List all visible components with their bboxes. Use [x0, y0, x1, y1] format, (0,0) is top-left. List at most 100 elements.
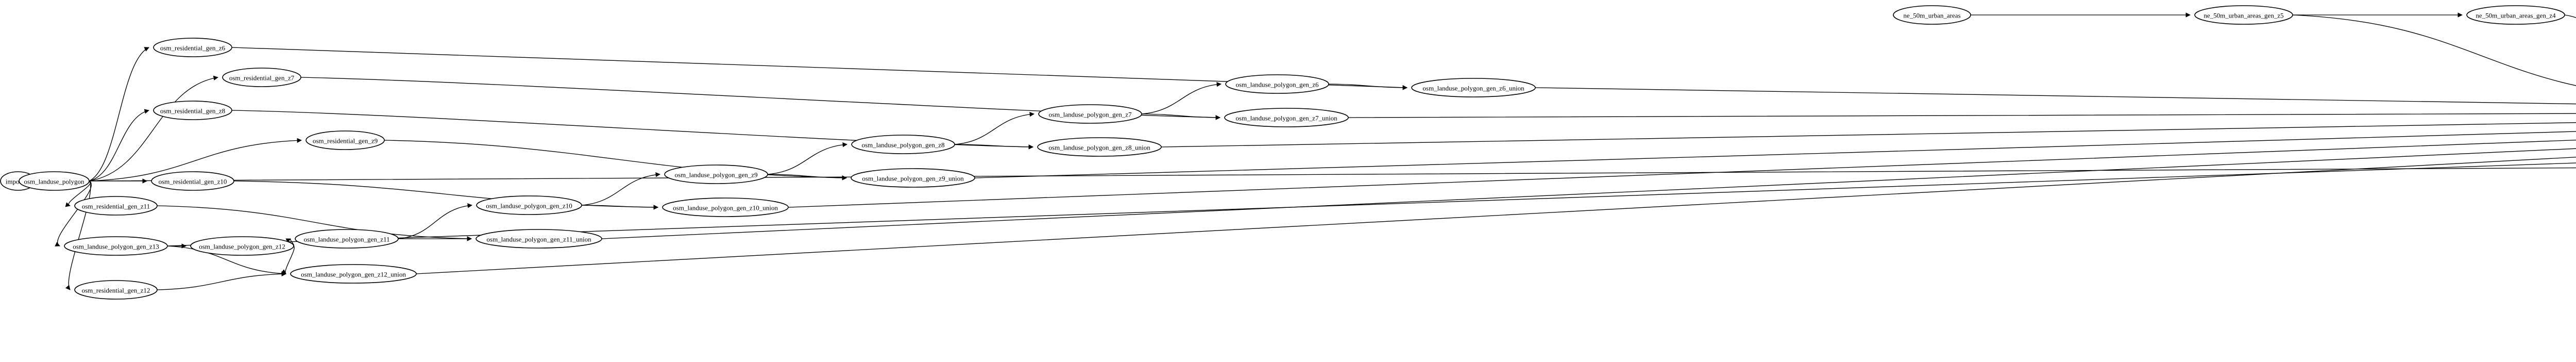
node-osm_landuse_polygon_gen_z8[interactable]: osm_landuse_polygon_gen_z8 [851, 135, 955, 154]
edge-osm_landuse_polygon_gen_z10-to-osm_landuse_polygon_gen_z9 [581, 172, 660, 206]
node-osm_landuse_polygon_gen_z6[interactable]: osm_landuse_polygon_gen_z6 [1225, 74, 1329, 94]
edge-osm_landuse_polygon_gen_z6-to-osm_landuse_polygon_gen_z6_union [1328, 84, 1408, 90]
node-shape [2194, 5, 2293, 25]
node-label: ne_50m_urban_areas_gen_z4 [2476, 12, 2556, 20]
node-label: osm_landuse_polygon_gen_z8 [861, 141, 944, 149]
edge-osm_landuse_polygon_gen_z7-to-osm_landuse_polygon_gen_z6 [1141, 81, 1222, 114]
node-shape [851, 168, 975, 188]
node-shape [1411, 78, 1536, 97]
node-label: osm_residential_gen_z12 [82, 287, 150, 294]
node-osm_residential_gen_z8[interactable]: osm_residential_gen_z8 [153, 101, 232, 120]
edge-osm_landuse_polygon_gen_z7-to-osm_landuse_polygon_gen_z7_union [1141, 113, 1221, 120]
edge-osm_landuse_polygon_gen_z10-to-osm_landuse_polygon_gen_z10_union [581, 205, 658, 210]
node-label: osm_landuse_polygon_gen_z12 [199, 243, 285, 251]
node-shape [2466, 5, 2565, 25]
node-shape [1038, 104, 1142, 124]
edge-osm_landuse_polygon_gen_z6_union-to-layer_landuse_z6 [1535, 87, 2576, 105]
node-shape [1893, 5, 1971, 25]
node-osm_landuse_polygon_gen_z10_union[interactable]: osm_landuse_polygon_gen_z10_union [662, 198, 789, 217]
node-label: osm_landuse_polygon_gen_z6 [1235, 81, 1319, 89]
node-osm_landuse_polygon_gen_z7[interactable]: osm_landuse_polygon_gen_z7 [1038, 104, 1142, 124]
node-osm_landuse_polygon_gen_z9[interactable]: osm_landuse_polygon_gen_z9 [664, 164, 768, 184]
edge-osm_landuse_polygon_gen_z8-to-osm_landuse_polygon_gen_z7 [954, 111, 1035, 145]
node-shape [664, 164, 768, 184]
node-label: osm_landuse_polygon_gen_z10_union [673, 204, 778, 212]
node-ne_50m_urban_areas_gen_z4[interactable]: ne_50m_urban_areas_gen_z4 [2466, 5, 2565, 25]
node-osm_residential_gen_z12[interactable]: osm_residential_gen_z12 [74, 280, 158, 300]
edge-osm_landuse_polygon_gen_z7_union-to-layer_landuse_z7 [1348, 113, 2576, 118]
node-label: osm_landuse_polygon_gen_z7 [1048, 111, 1132, 119]
edge-osm_residential_gen_z9-to-osm_landuse_polygon_gen_z9_union [384, 140, 847, 180]
node-osm_landuse_polygon_gen_z13[interactable]: osm_landuse_polygon_gen_z13 [64, 236, 168, 256]
node-shape [222, 68, 301, 87]
node-label: osm_landuse_polygon_gen_z7_union [1235, 114, 1337, 122]
edge-osm_residential_gen_z12-to-osm_landuse_polygon_gen_z12_union [157, 271, 286, 290]
node-shape [190, 236, 294, 256]
node-osm_landuse_polygon_gen_z10[interactable]: osm_landuse_polygon_gen_z10 [476, 195, 582, 215]
node-shape [153, 101, 232, 120]
node-shape [1224, 108, 1349, 127]
node-shape [851, 135, 955, 154]
node-shape [295, 229, 399, 249]
node-label: osm_landuse_polygon_gen_z11 [303, 236, 389, 243]
node-osm_residential_gen_z10[interactable]: osm_residential_gen_z10 [151, 171, 234, 191]
node-osm_landuse_polygon_gen_z11[interactable]: osm_landuse_polygon_gen_z11 [295, 229, 399, 249]
node-label: osm_residential_gen_z10 [159, 178, 227, 186]
edge-osm_landuse_polygon-to-osm_residential_gen_z8 [89, 109, 149, 182]
node-shape [153, 38, 232, 57]
edge-osm_landuse_polygon_gen_z9_union-to-layer_landuse_z9 [974, 130, 2576, 178]
edge-osm_landuse_polygon-to-osm_residential_gen_z7 [89, 75, 218, 182]
node-label: ne_50m_urban_areas [1903, 12, 1960, 20]
node-label: osm_landuse_polygon_gen_z11_union [486, 236, 591, 243]
node-ne_50m_urban_areas[interactable]: ne_50m_urban_areas [1893, 5, 1971, 25]
node-shape [1225, 74, 1329, 94]
node-ne_50m_urban_areas_gen_z5[interactable]: ne_50m_urban_areas_gen_z5 [2194, 5, 2293, 25]
edge-osm_landuse_polygon-to-osm_landuse_polygon_gen_z13 [55, 180, 92, 246]
node-osm_landuse_polygon_gen_z11_union[interactable]: osm_landuse_polygon_gen_z11_union [476, 229, 602, 249]
node-osm_residential_gen_z9[interactable]: osm_residential_gen_z9 [306, 130, 385, 150]
node-shape [74, 196, 158, 216]
node-shape [306, 130, 385, 150]
node-osm_landuse_polygon_gen_z9_union[interactable]: osm_landuse_polygon_gen_z9_union [851, 168, 975, 188]
node-label: osm_landuse_polygon [24, 178, 84, 186]
edge-osm_residential_gen_z11-to-osm_landuse_polygon_gen_z11_union [157, 205, 472, 241]
node-label: osm_residential_gen_z9 [313, 137, 378, 145]
node-osm_landuse_polygon_gen_z7_union[interactable]: osm_landuse_polygon_gen_z7_union [1224, 108, 1349, 127]
node-osm_landuse_polygon_gen_z12[interactable]: osm_landuse_polygon_gen_z12 [190, 236, 294, 256]
node-osm_residential_gen_z11[interactable]: osm_residential_gen_z11 [74, 196, 158, 216]
edge-osm_landuse_polygon-to-osm_residential_gen_z6 [89, 47, 149, 182]
node-shape [64, 236, 168, 256]
edge-osm_landuse_polygon_gen_z11_union-to-layer_landuse_z11 [601, 148, 2576, 239]
node-osm_landuse_polygon_gen_z12_union[interactable]: osm_landuse_polygon_gen_z12_union [290, 264, 417, 284]
node-osm_residential_gen_z6[interactable]: osm_residential_gen_z6 [153, 38, 232, 57]
edge-ne_50m_urban_areas_gen_z5-to-layer_landuse_z5 [2292, 14, 2576, 86]
node-label: osm_landuse_polygon_gen_z8_union [1048, 144, 1150, 152]
node-osm_landuse_polygon_gen_z8_union[interactable]: osm_landuse_polygon_gen_z8_union [1037, 137, 1162, 157]
edge-osm_landuse_polygon-to-osm_residential_gen_z9 [89, 138, 302, 182]
node-osm_residential_gen_z7[interactable]: osm_residential_gen_z7 [222, 68, 301, 87]
node-shape [19, 171, 90, 191]
node-osm_landuse_polygon[interactable]: osm_landuse_polygon [19, 171, 90, 191]
node-shape [290, 264, 417, 284]
node-shape [74, 280, 158, 300]
node-shape [476, 229, 602, 249]
nodes-layer: imposm3osm_landuse_polygonosm_residentia… [0, 5, 2565, 300]
node-label: osm_landuse_polygon_gen_z9_union [862, 175, 964, 183]
edge-osm_landuse_polygon_gen_z12-to-osm_landuse_polygon_gen_z12_union [281, 245, 295, 274]
edge-osm_landuse_polygon_gen_z9-to-osm_landuse_polygon_gen_z9_union [767, 174, 847, 180]
node-shape [151, 171, 234, 191]
node-label: osm_landuse_polygon_gen_z10 [486, 202, 572, 210]
edge-osm_landuse_polygon_gen_z8-to-osm_landuse_polygon_gen_z8_union [954, 144, 1033, 150]
node-label: osm_landuse_polygon_gen_z13 [73, 243, 159, 251]
node-label: ne_50m_urban_areas_gen_z5 [2204, 12, 2283, 20]
node-label: osm_landuse_polygon_gen_z6_union [1422, 85, 1524, 92]
edges-layer [14, 12, 2576, 290]
node-osm_landuse_polygon_gen_z6_union[interactable]: osm_landuse_polygon_gen_z6_union [1411, 78, 1536, 97]
edge-ne_50m_urban_areas_gen_z4-to-layer_landuse_z4 [2564, 14, 2576, 19]
edge-osm_landuse_polygon_gen_z9-to-osm_landuse_polygon_gen_z8 [767, 142, 848, 175]
node-label: osm_residential_gen_z7 [229, 74, 295, 82]
edge-osm_landuse_polygon-to-layer_landuse_z14_ [89, 167, 2576, 182]
node-label: osm_residential_gen_z11 [82, 203, 150, 210]
